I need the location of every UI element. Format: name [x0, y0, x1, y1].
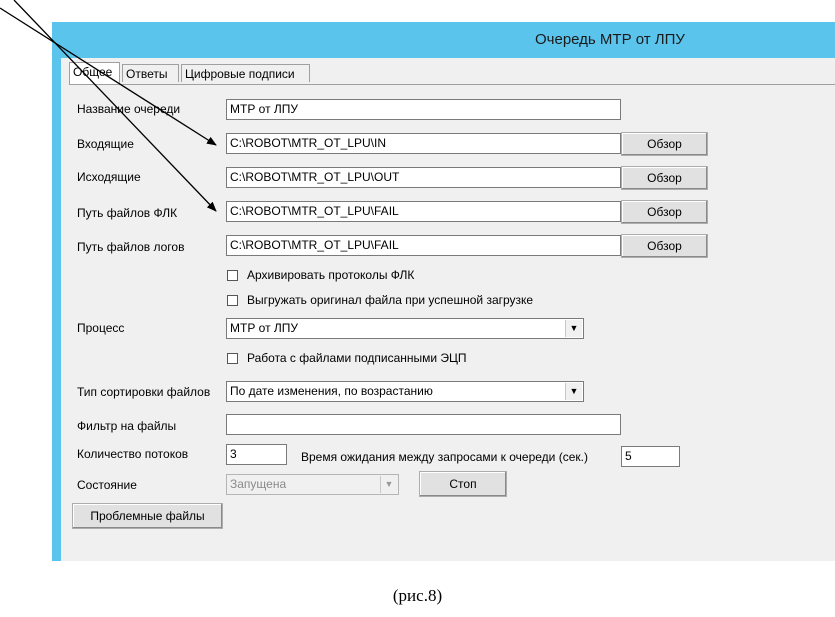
archive-flk-label: Архивировать протоколы ФЛК — [247, 268, 415, 282]
sort-type-select-value: По дате изменения, по возрастанию — [230, 384, 433, 398]
wait-time-input[interactable]: 5 — [621, 446, 680, 467]
upload-original-label: Выгружать оригинал файла при успешной за… — [247, 293, 534, 307]
file-filter-label: Фильтр на файлы — [77, 419, 177, 433]
thread-count-input[interactable]: 3 — [226, 444, 287, 465]
state-label: Состояние — [77, 478, 137, 492]
figure-caption: (рис.8) — [392, 586, 443, 605]
tab-digital-signatures[interactable]: Цифровые подписи — [181, 64, 310, 82]
log-browse-button[interactable]: Обзор — [621, 234, 708, 258]
state-select: Запущена ▼ — [226, 474, 399, 495]
dropdown-arrow-icon[interactable]: ▼ — [565, 320, 582, 337]
process-select-value: МТР от ЛПУ — [230, 321, 299, 335]
upload-original-checkbox[interactable] — [227, 295, 238, 306]
signed-files-checkbox[interactable] — [227, 353, 238, 364]
outgoing-browse-button[interactable]: Обзор — [621, 166, 708, 190]
process-label: Процесс — [77, 321, 125, 335]
log-path-input[interactable]: C:\ROBOT\MTR_OT_LPU\FAIL — [226, 235, 621, 256]
signed-files-label: Работа с файлами подписанными ЭЦП — [247, 351, 467, 365]
window: Очередь МТР от ЛПУ Общее Ответы Цифровые… — [52, 22, 835, 561]
incoming-label: Входящие — [77, 137, 134, 151]
incoming-path-input[interactable]: C:\ROBOT\MTR_OT_LPU\IN — [226, 133, 621, 154]
dropdown-arrow-icon: ▼ — [380, 476, 397, 493]
flk-path-label: Путь файлов ФЛК — [77, 206, 178, 220]
tab-responses[interactable]: Ответы — [122, 64, 179, 82]
wait-time-label: Время ожидания между запросами к очереди… — [301, 450, 588, 464]
process-select[interactable]: МТР от ЛПУ ▼ — [226, 318, 584, 339]
arrow-to-incoming — [0, 7, 217, 146]
state-select-value: Запущена — [230, 477, 287, 491]
title-bar[interactable]: Очередь МТР от ЛПУ — [52, 22, 835, 58]
incoming-browse-button[interactable]: Обзор — [621, 132, 708, 156]
log-path-label: Путь файлов логов — [77, 240, 185, 254]
sort-type-select[interactable]: По дате изменения, по возрастанию ▼ — [226, 381, 584, 402]
dropdown-arrow-icon[interactable]: ▼ — [565, 383, 582, 400]
arrow-to-flk-path — [13, 0, 217, 212]
file-filter-input[interactable] — [226, 414, 621, 435]
outgoing-label: Исходящие — [77, 170, 141, 184]
stop-button[interactable]: Стоп — [419, 471, 507, 497]
window-client-area: Общее Ответы Цифровые подписи Название о… — [61, 58, 835, 561]
flk-browse-button[interactable]: Обзор — [621, 200, 708, 224]
sort-type-label: Тип сортировки файлов — [77, 385, 211, 399]
outgoing-path-input[interactable]: C:\ROBOT\MTR_OT_LPU\OUT — [226, 167, 621, 188]
flk-path-input[interactable]: C:\ROBOT\MTR_OT_LPU\FAIL — [226, 201, 621, 222]
thread-count-label: Количество потоков — [77, 447, 189, 461]
window-title: Очередь МТР от ЛПУ — [535, 31, 685, 48]
queue-name-input[interactable]: МТР от ЛПУ — [226, 99, 621, 120]
archive-flk-checkbox[interactable] — [227, 270, 238, 281]
problem-files-button[interactable]: Проблемные файлы — [72, 503, 223, 529]
tab-divider — [69, 84, 835, 85]
tab-general[interactable]: Общее — [69, 62, 120, 84]
